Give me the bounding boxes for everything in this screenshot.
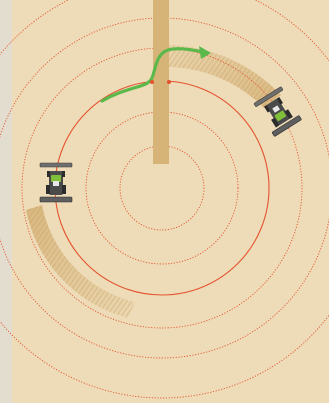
tractor-cab [51,175,61,182]
wheel-front-left [47,171,50,177]
implement-bar-front [40,163,72,167]
center-track [153,0,169,164]
intersection-point-left [150,80,154,84]
wheel-rear-left [46,185,50,194]
tractor-roof [53,181,59,186]
implement-bar-rear [40,197,72,202]
wheel-rear-right [62,185,66,194]
intersection-point-right [167,80,171,84]
wheel-front-right [62,171,65,177]
